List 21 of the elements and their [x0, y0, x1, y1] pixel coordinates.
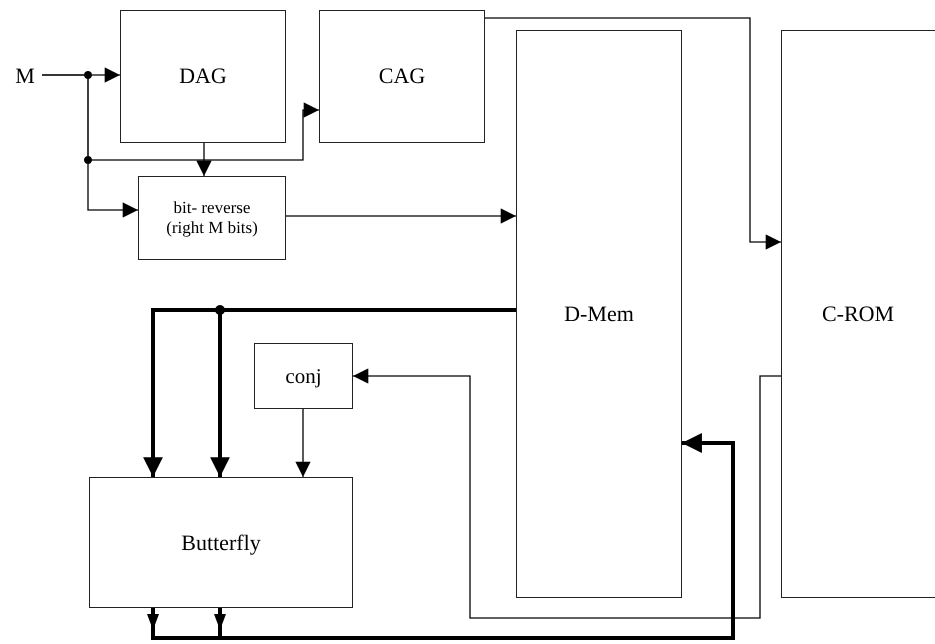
node-label: M: [15, 63, 35, 89]
node-label: C-ROM: [822, 301, 894, 327]
arrow: [353, 368, 781, 619]
process-box: [138, 176, 286, 260]
arrow: [295, 409, 311, 477]
process-box: [89, 477, 353, 608]
memory-block: [516, 30, 682, 598]
memory-block: [781, 30, 935, 598]
node-label: conj: [285, 364, 322, 388]
node-label: bit- reverse (right M bits): [165, 198, 259, 238]
node-label: Butterfly: [181, 530, 261, 556]
arrow: [286, 208, 516, 224]
process-box: [254, 343, 353, 409]
process-box: [319, 10, 485, 143]
arrow: [485, 17, 781, 250]
arrow: [42, 74, 138, 218]
node-label: CAG: [378, 63, 426, 89]
node-label: DAG: [179, 63, 227, 89]
arrow: [196, 143, 212, 176]
process-box: [120, 10, 286, 143]
node-label: D-Mem: [564, 301, 634, 327]
